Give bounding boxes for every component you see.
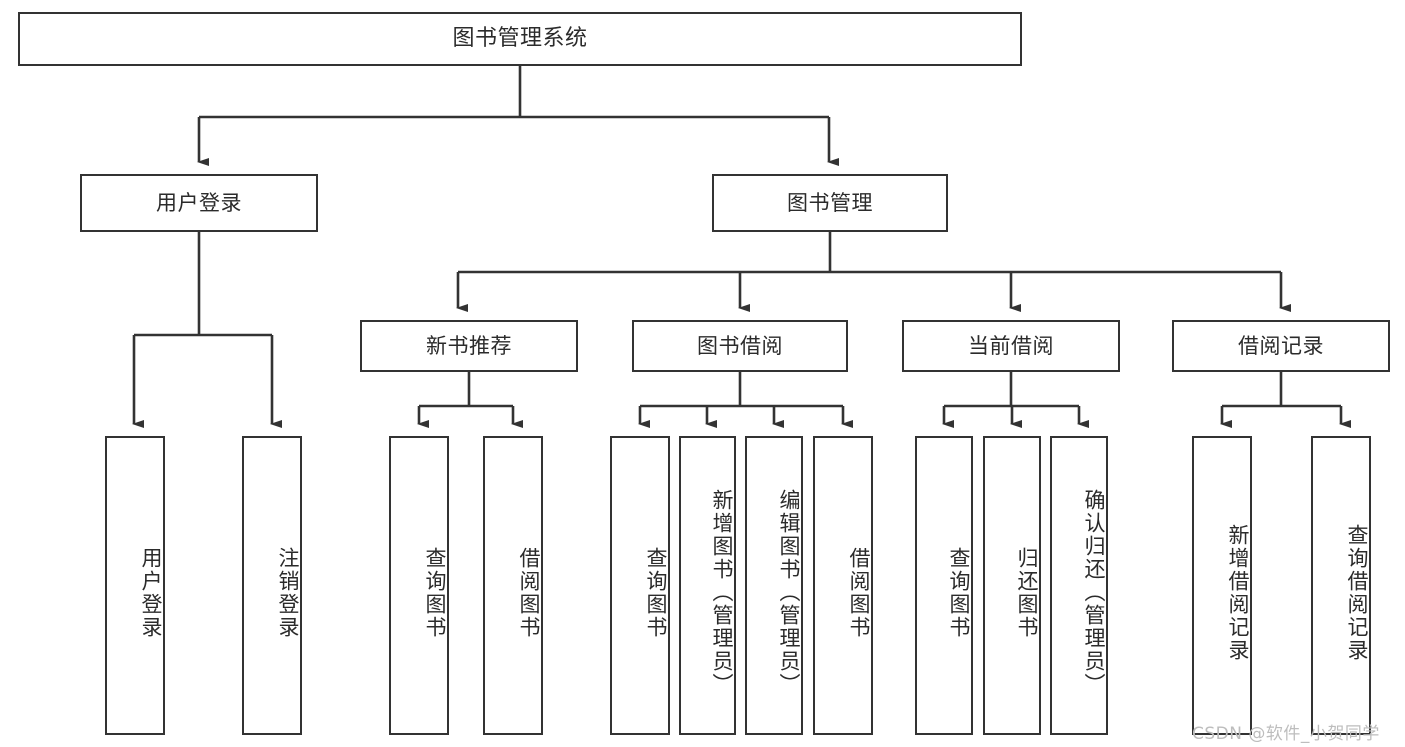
node-leaf-query-record[interactable]: 查询借阅记录 (1311, 436, 1371, 735)
node-user-login[interactable]: 用户登录 (80, 174, 318, 232)
csdn-watermark: CSDN @软件_小贺同学 (1192, 724, 1380, 744)
edge-book-manage-to-level3 (456, 232, 1291, 312)
node-leaf-edit-book[interactable]: 编辑图书（管理员） (745, 436, 803, 735)
node-leaf-confirm-return[interactable]: 确认归还（管理员） (1050, 436, 1108, 735)
node-borrow-record[interactable]: 借阅记录 (1172, 320, 1390, 372)
node-new-book-recommend[interactable]: 新书推荐 (360, 320, 578, 372)
node-book-manage[interactable]: 图书管理 (712, 174, 948, 232)
node-root-system[interactable]: 图书管理系统 (18, 12, 1022, 66)
edge-new-book-recommend-to-leaves (417, 372, 523, 428)
node-leaf-query-book-1[interactable]: 查询图书 (389, 436, 449, 735)
node-leaf-add-record[interactable]: 新增借阅记录 (1192, 436, 1252, 735)
edge-current-borrow-to-leaves (942, 372, 1089, 428)
node-leaf-return-book[interactable]: 归还图书 (983, 436, 1041, 735)
node-leaf-borrow-book-2[interactable]: 借阅图书 (813, 436, 873, 735)
node-leaf-borrow-book-1[interactable]: 借阅图书 (483, 436, 543, 735)
edge-root-to-level2 (197, 66, 839, 166)
edge-book-borrow-to-leaves (638, 372, 853, 428)
node-leaf-add-book[interactable]: 新增图书（管理员） (679, 436, 736, 735)
edge-user-login-to-leaves (132, 232, 282, 428)
node-leaf-query-book-2[interactable]: 查询图书 (610, 436, 670, 735)
node-leaf-user-logout[interactable]: 注销登录 (242, 436, 302, 735)
node-leaf-query-book-3[interactable]: 查询图书 (915, 436, 973, 735)
node-book-borrow[interactable]: 图书借阅 (632, 320, 848, 372)
node-leaf-user-login[interactable]: 用户登录 (105, 436, 165, 735)
node-current-borrow[interactable]: 当前借阅 (902, 320, 1120, 372)
edge-borrow-record-to-leaves (1220, 372, 1351, 428)
